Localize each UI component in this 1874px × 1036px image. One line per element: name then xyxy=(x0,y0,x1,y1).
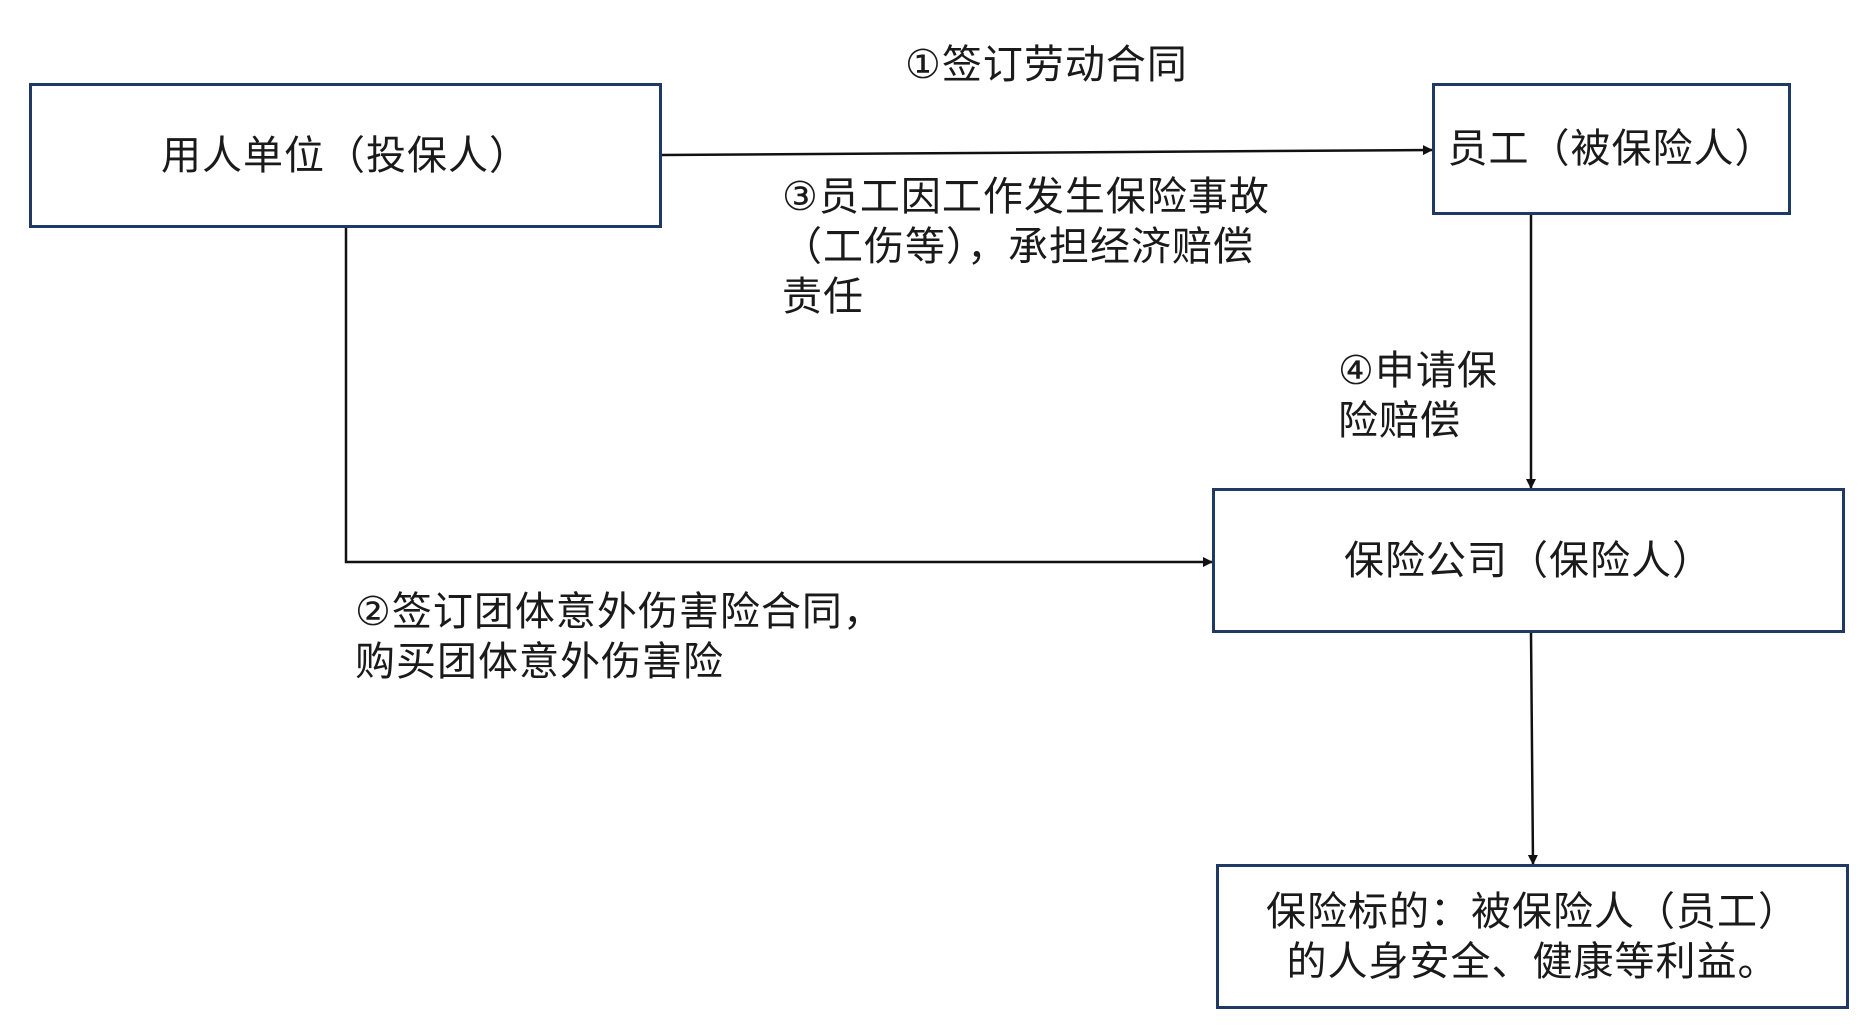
node-employee: 员工（被保险人） xyxy=(1432,83,1791,215)
edge-label-step1-text: ①签订劳动合同 xyxy=(905,42,1188,88)
edge-label-step1: ①签订劳动合同 xyxy=(905,40,1188,90)
edge-label-step4-line1: ④申请保 xyxy=(1338,348,1498,394)
edge-label-step2-line2: 购买团体意外伤害险 xyxy=(355,639,724,685)
node-employer-label: 用人单位（投保人） xyxy=(161,132,530,179)
arrow-employer-to-employee xyxy=(661,145,1433,157)
edge-label-step3: ③员工因工作发生保险事故 （工伤等），承担经济赔偿 责任 xyxy=(782,172,1270,322)
arrow-employer-to-insurer xyxy=(344,228,1213,567)
node-insured-subject: 保险标的：被保险人（员工） 的人身安全、健康等利益。 xyxy=(1216,864,1849,1009)
arrow-insurer-to-subject xyxy=(1527,632,1538,865)
node-employee-label: 员工（被保险人） xyxy=(1447,126,1776,172)
node-employer: 用人单位（投保人） xyxy=(29,83,662,228)
node-insurer: 保险公司（保险人） xyxy=(1212,488,1845,633)
node-insured-subject-text: 保险标的：被保险人（员工） 的人身安全、健康等利益。 xyxy=(1266,887,1799,987)
edge-label-step2-line1: ②签订团体意外伤害险合同， xyxy=(355,589,884,635)
node-insurer-label: 保险公司（保险人） xyxy=(1344,537,1713,584)
edge-label-step3-line3: 责任 xyxy=(782,274,864,320)
edge-label-step4-line2: 险赔偿 xyxy=(1338,398,1461,444)
edge-label-step3-line1: ③员工因工作发生保险事故 xyxy=(782,174,1270,220)
edge-label-step2: ②签订团体意外伤害险合同， 购买团体意外伤害险 xyxy=(355,587,884,687)
edge-label-step3-line2: （工伤等），承担经济赔偿 xyxy=(782,224,1254,270)
node-insured-subject-line2: 的人身安全、健康等利益。 xyxy=(1286,938,1779,985)
edge-label-step4: ④申请保 险赔偿 xyxy=(1338,346,1498,446)
node-insured-subject-line1: 保险标的：被保险人（员工） xyxy=(1266,888,1799,935)
